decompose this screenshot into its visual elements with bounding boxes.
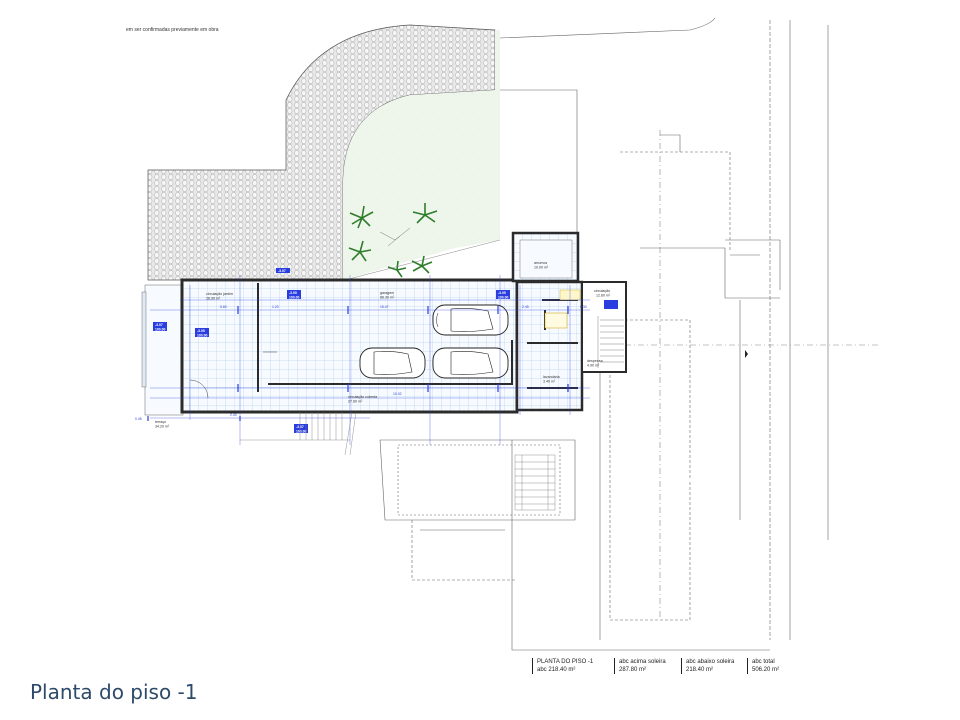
svg-text:100.00: 100.00 — [289, 296, 299, 300]
level-tag-7 — [604, 300, 618, 309]
main-building — [180, 278, 519, 414]
dim-label-8: 0.30 — [580, 305, 587, 309]
terrace — [144, 284, 184, 416]
room-circulacao: circulação — [594, 289, 610, 293]
svg-text:-3.05: -3.05 — [289, 291, 297, 295]
dim-label-2: 10.02 — [393, 392, 402, 396]
east-stair — [581, 281, 627, 373]
level-tag-5: -3.05 100.00 — [496, 290, 510, 300]
svg-text:86.30 m²: 86.30 m² — [380, 296, 395, 300]
room-despensa: despensa — [587, 359, 603, 363]
level-tag-4: -3.05 100.00 — [195, 328, 209, 338]
lawn-area — [343, 30, 500, 280]
svg-text:3.40 m²: 3.40 m² — [543, 380, 556, 384]
svg-text:-3.07: -3.07 — [278, 269, 286, 273]
svg-text:100.00: 100.00 — [296, 430, 306, 434]
car-1 — [432, 304, 509, 336]
svg-text:100.00: 100.00 — [197, 334, 207, 338]
dim-label-7: 2.40 — [230, 413, 237, 417]
svg-text:12.60 m²: 12.60 m² — [596, 294, 611, 298]
dim-label-3: 5.60 — [220, 305, 227, 309]
dim-label-5: 0.45 — [135, 417, 142, 421]
level-tag-3: -3.07 100.00 — [153, 322, 167, 332]
annex — [515, 280, 584, 412]
blue-ticks — [147, 306, 569, 421]
svg-text:34.20 m²: 34.20 m² — [155, 425, 170, 429]
svg-text:26.90 m²: 26.90 m² — [206, 297, 221, 301]
dim-label-6: 1.20 — [272, 305, 279, 309]
room-terraco: terraço — [155, 420, 166, 424]
svg-text:27.60 m²: 27.60 m² — [348, 400, 363, 404]
car-3 — [432, 347, 509, 379]
title-block-below: abc abaixo soleira 218.40 m² — [681, 658, 734, 674]
svg-text:100.00: 100.00 — [498, 296, 508, 300]
svg-text:-3.05: -3.05 — [498, 291, 506, 295]
room-circ-jardim: circulação jardim — [206, 292, 233, 296]
svg-text:100.00: 100.00 — [155, 328, 165, 332]
title-block-total: abc total 506.20 m² — [747, 658, 779, 674]
palm-trees — [348, 203, 438, 278]
room-lavandaria: lavandaria — [543, 375, 560, 379]
room-garagem: garagem — [380, 291, 394, 295]
title-block-plan: PLANTA DO PISO -1 abc 218.40 m² — [532, 658, 593, 674]
level-tag-1: -3.07 — [276, 268, 290, 273]
svg-text:-3.07: -3.07 — [155, 323, 163, 327]
ext-stair — [240, 411, 357, 456]
level-tag-2: -3.05 100.00 — [287, 290, 301, 300]
page-caption: Planta do piso -1 — [30, 680, 198, 704]
car-2 — [359, 347, 426, 379]
title-block-above: abc acima soleira 287.80 m² — [614, 658, 666, 674]
svg-text:-3.05: -3.05 — [197, 329, 205, 333]
svg-text:10.00 m²: 10.00 m² — [534, 266, 549, 270]
dim-label-4: 2.45 — [522, 305, 529, 309]
stair-lower — [514, 454, 556, 511]
site-note: em ser confirmadas previamente em obra — [126, 27, 219, 33]
upper-outlines — [379, 17, 880, 651]
room-arrumos: arrumos — [534, 261, 547, 265]
dimension-lines — [150, 275, 590, 445]
dim-label-1: 15.47 — [380, 305, 389, 309]
room-circ-coberta: circulação coberta — [348, 395, 377, 399]
svg-text:4.90 m²: 4.90 m² — [587, 364, 600, 368]
